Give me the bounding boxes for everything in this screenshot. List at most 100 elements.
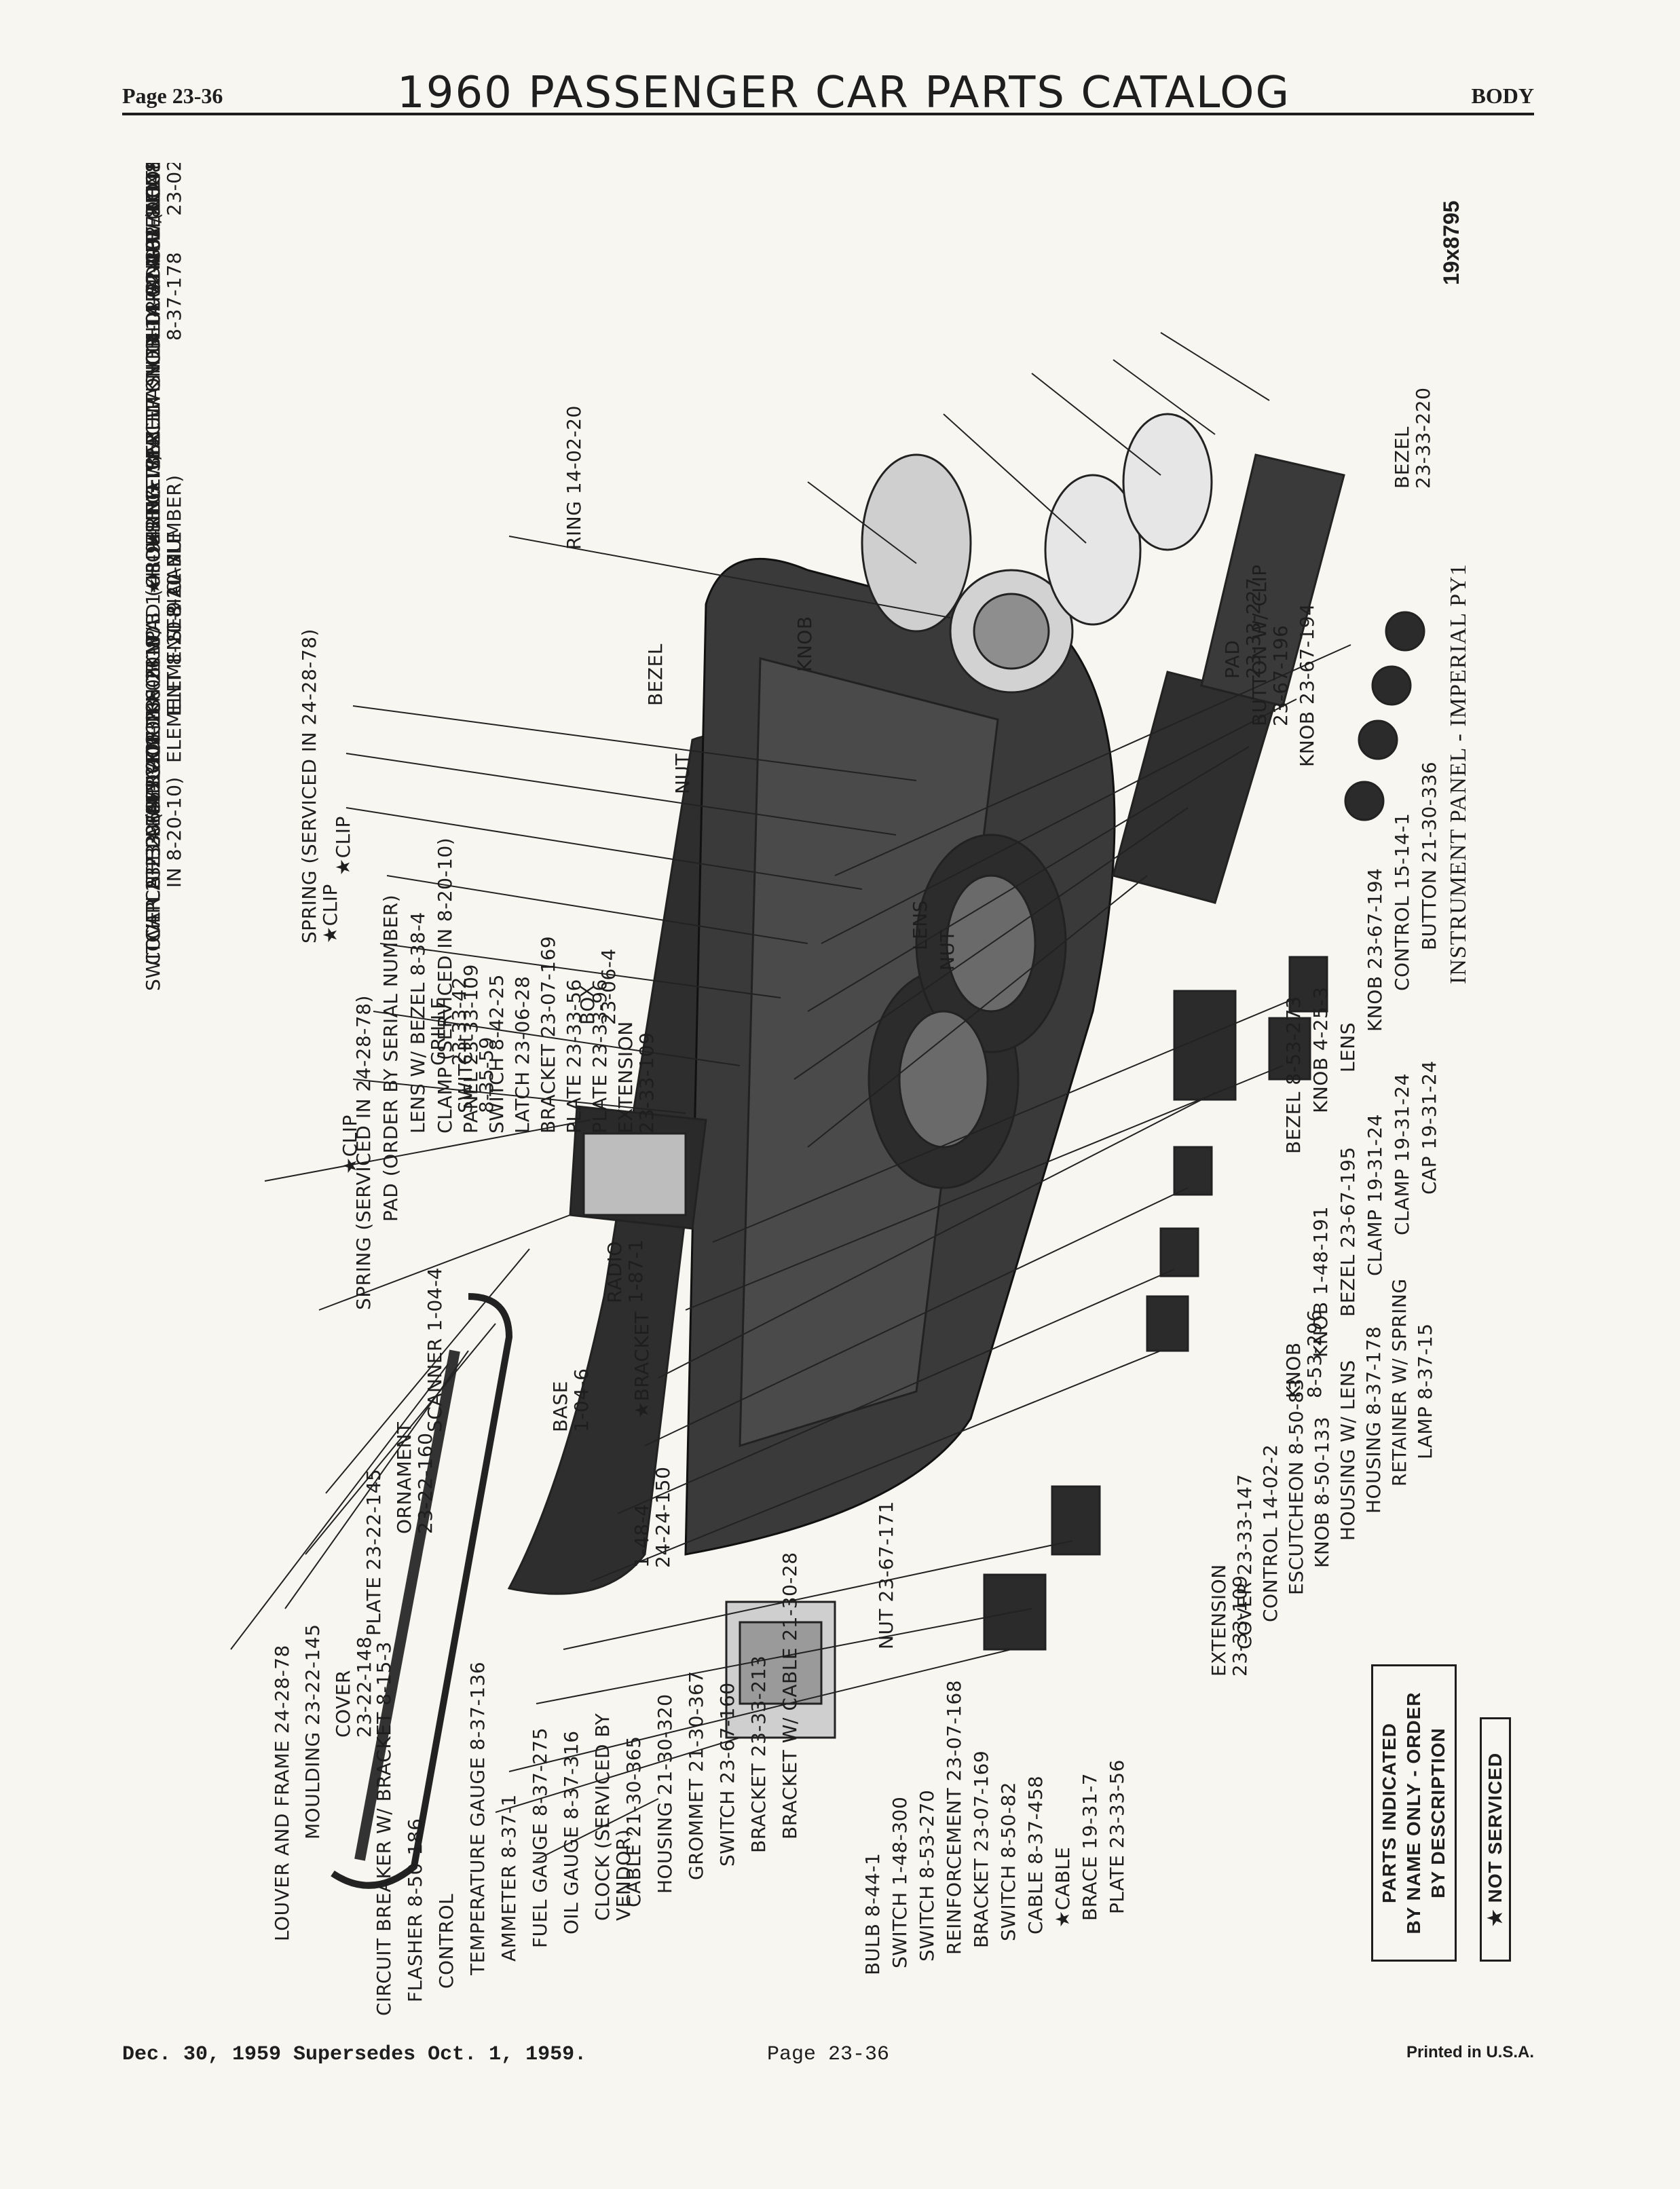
part-label-nut2: NUT xyxy=(936,929,958,971)
part-label-bottom-right-2: CONTROL 14-02-2 xyxy=(1259,1444,1282,1622)
part-label-button_clip-line: 23-67-196 xyxy=(1269,624,1292,726)
part-label-bottom-mid-5: SWITCH 8-50-82 xyxy=(997,1782,1020,1941)
part-label-bottom-mid-7: ★CABLE xyxy=(1051,1846,1074,1928)
parts-illustration xyxy=(230,332,1425,1889)
catalog-title: 1960 PASSENGER CAR PARTS CATALOG xyxy=(397,68,1291,118)
part-label-nut: NUT 23-67-171 xyxy=(875,1501,897,1649)
part-label-right-8-line: LENS xyxy=(1337,1022,1359,1072)
part-label-bottom-right-4-line: KNOB 8-50-133 xyxy=(1311,1416,1333,1568)
part-label-spring_clip: SPRING (SERVICED IN 24-28-78)★CLIP xyxy=(298,629,341,943)
part-label-left-3: PLATE 23-22-145 xyxy=(362,1468,385,1636)
part-label-bottom-right-2-line: CONTROL 14-02-2 xyxy=(1259,1444,1282,1622)
order-note-line-1: PARTS INDICATED xyxy=(1379,1723,1400,1903)
part-label-left-5-line: SCANNER 1-04-4 xyxy=(424,1267,446,1432)
part-label-bottom-left-5-line: FUEL GAUGE 8-37-275 xyxy=(529,1727,551,1948)
part-label-bottom-right-3: ESCUTCHEON 8-50-83 xyxy=(1285,1379,1307,1595)
part-label-bottom-left-0-line: CIRCUIT BREAKER W/ BRACKET 8-15-3 xyxy=(373,1641,395,2016)
part-label-pad_right-line: PAD xyxy=(1221,639,1244,679)
part-label-bottom-left-7-line: CLOCK (SERVICED BY xyxy=(591,1713,614,1921)
part-label-bottom-mid-9-line: PLATE 23-33-56 xyxy=(1106,1759,1128,1914)
part-label-top-26-line: SPEEDOMETER 8-37-372 xyxy=(142,163,164,168)
part-label-bottom-mid-0: BULB 8-44-1 xyxy=(861,1852,884,1975)
part-label-base-line: BASE xyxy=(549,1381,572,1432)
part-label-grille-line: GRILLE xyxy=(427,996,449,1066)
part-label-right-10-line: CONTROL 15-14-1 xyxy=(1391,812,1413,991)
part-label-right-6-line: BEZEL 8-53-273 xyxy=(1282,996,1305,1154)
part-label-right-1: KNOB 1-48-191 xyxy=(1309,1205,1332,1358)
part-label-right-4-line: CLAMP 19-31-24 xyxy=(1391,1073,1413,1235)
part-label-bottom-left-9-line: HOUSING 21-30-320 xyxy=(654,1694,676,1894)
part-label-bottom-left-12-line: BRACKET 23-33-213 xyxy=(747,1655,770,1853)
footer-page-number: Page 23-36 xyxy=(767,2043,890,2066)
part-label-lens: LENS xyxy=(909,899,931,950)
part-label-bottom-right-5: HOUSING W/ LENS xyxy=(1337,1360,1359,1541)
part-label-bottom-right-7: RETAINER W/ SPRING xyxy=(1388,1278,1411,1486)
part-label-bottom-left-13: BRACKET W/ CABLE 21-30-28 xyxy=(779,1552,801,1839)
part-label-button_clip-line: BUTTON W/ CLIP xyxy=(1248,564,1271,726)
diagram-caption: INSTRUMENT PANEL - IMPERIAL PY1 xyxy=(1446,563,1471,984)
part-label-right-0-line: KNOB xyxy=(1282,1342,1305,1398)
part-label-left-0: LOUVER AND FRAME 24-28-78 xyxy=(271,1645,293,1941)
part-label-bottom-left-5: FUEL GAUGE 8-37-275 xyxy=(529,1727,551,1948)
part-label-spring_clip-line: SPRING (SERVICED IN 24-28-78) xyxy=(298,629,320,943)
part-label-bottom-left-4: AMMETER 8-37-1 xyxy=(498,1794,520,1962)
part-label-right-8: LENS xyxy=(1337,1022,1359,1072)
part-label-bottom-mid-2: SWITCH 8-53-270 xyxy=(916,1790,938,1962)
part-label-bottom-left-6-line: OIL GAUGE 8-37-316 xyxy=(560,1730,582,1934)
part-label-bottom-left-4-line: AMMETER 8-37-1 xyxy=(498,1794,520,1962)
part-label-left-upper-2-line: LENS W/ BEZEL 8-38-4 xyxy=(407,912,429,1134)
part-label-switch-line: SWITCH xyxy=(454,1036,477,1113)
part-label-bottom-mid-8-line: BRACE 19-31-7 xyxy=(1079,1772,1101,1921)
part-label-bottom-right-0-line: EXTENSION xyxy=(1208,1564,1230,1677)
part-label-bottom-left-3: TEMPERATURE GAUGE 8-37-136 xyxy=(466,1661,489,1975)
part-label-left-upper-1: PAD (ORDER BY SERIAL NUMBER) xyxy=(379,894,402,1222)
part-label-upper-mid-7-line: 23-33-109 xyxy=(635,1032,658,1134)
part-label-top-26: SPEEDOMETER 8-37-372 xyxy=(142,163,164,168)
part-label-bottom-left-3-line: TEMPERATURE GAUGE 8-37-136 xyxy=(466,1661,489,1975)
part-label-left-1: MOULDING 23-22-145 xyxy=(301,1624,324,1839)
footer-date: Dec. 30, 1959 Supersedes Oct. 1, 1959. xyxy=(122,2043,587,2066)
part-label-bottom-mid-3-line: REINFORCEMENT 23-07-168 xyxy=(943,1679,965,1955)
part-label-upper-mid-4-line: BRACKET 23-07-169 xyxy=(537,935,559,1134)
part-label-left-upper-1-line: PAD (ORDER BY SERIAL NUMBER) xyxy=(379,894,402,1222)
section-label: BODY xyxy=(1471,83,1534,108)
control-part-numbers-line: 24-24-150 xyxy=(652,1466,674,1568)
part-label-bottom-mid-0-line: BULB 8-44-1 xyxy=(861,1852,884,1975)
part-label-right-9: KNOB 23-67-194 xyxy=(1364,868,1386,1032)
part-label-left-5: SCANNER 1-04-4 xyxy=(424,1267,446,1432)
part-label-bottom-mid-6-line: CABLE 8-37-458 xyxy=(1024,1775,1047,1934)
part-label-right-7: KNOB 4-25-3 xyxy=(1309,986,1332,1113)
part-label-bottom-mid-7-line: ★CABLE xyxy=(1051,1846,1074,1928)
part-label-bottom-mid-3: REINFORCEMENT 23-07-168 xyxy=(943,1679,965,1955)
part-label-right-2-line: BEZEL 23-67-195 xyxy=(1337,1146,1359,1317)
part-label-right-11: BUTTON 21-30-336 xyxy=(1418,762,1440,950)
part-label-bottom-mid-4: BRACKET 23-07-169 xyxy=(970,1750,992,1948)
part-label-nut: NUT xyxy=(671,753,694,794)
part-label-bottom-left-11-line: SWITCH 23-67-160 xyxy=(716,1682,739,1867)
part-label-left-4-line: ORNAMENT xyxy=(393,1421,415,1535)
part-label-bottom-mid-4-line: BRACKET 23-07-169 xyxy=(970,1750,992,1948)
part-label-right-1-line: KNOB 1-48-191 xyxy=(1309,1205,1332,1358)
part-label-right-7-line: KNOB 4-25-3 xyxy=(1309,986,1332,1113)
part-label-top-25: DOOR AND HOUSING23-02-40 xyxy=(142,163,185,216)
part-label-bottom-left-1-line: FLASHER 8-50-186 xyxy=(404,1818,426,2002)
part-label-bezel: BEZEL xyxy=(644,643,667,706)
part-label-bottom-mid-6: CABLE 8-37-458 xyxy=(1024,1775,1047,1934)
order-note-line-2: BY NAME ONLY - ORDER xyxy=(1403,1691,1424,1934)
part-label-upper-mid-4: BRACKET 23-07-169 xyxy=(537,935,559,1134)
part-label-ring: RING 14-02-20 xyxy=(563,405,585,550)
part-label-bottom-left-12: BRACKET 23-33-213 xyxy=(747,1655,770,1853)
part-label-clip: ★CLIP xyxy=(339,1115,361,1174)
part-label-bottom-right-7-line: RETAINER W/ SPRING xyxy=(1388,1278,1411,1486)
part-label-left-3-line: PLATE 23-22-145 xyxy=(362,1468,385,1636)
part-label-bracket: ★BRACKET xyxy=(631,1311,653,1419)
part-label-upper-mid-3: LATCH 23-06-28 xyxy=(511,976,534,1134)
part-label-bottom-right-6-line: HOUSING 8-37-178 xyxy=(1362,1326,1385,1514)
part-label-box-line: BOX xyxy=(576,984,599,1025)
